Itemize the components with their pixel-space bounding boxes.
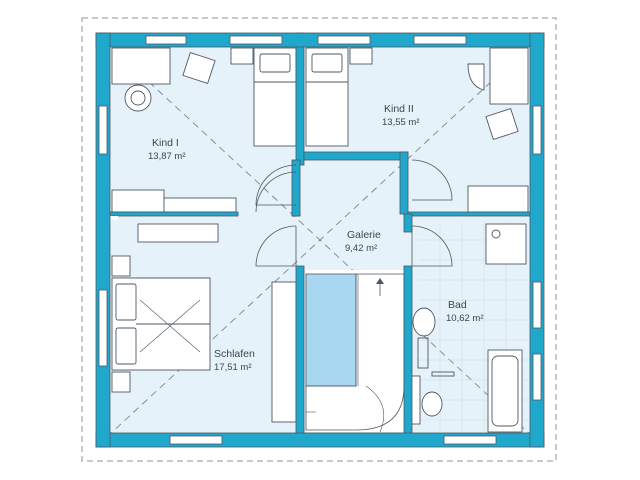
kind1-label: Kind I	[152, 137, 179, 149]
galerie-label: Galerie	[347, 229, 381, 241]
kind1-area: 13,87 m²	[148, 151, 186, 162]
kind2-label: Kind II	[384, 103, 414, 115]
bad-label: Bad	[448, 299, 467, 311]
room-labels: Kind I 13,87 m² Kind II 13,55 m² Galerie…	[148, 103, 484, 373]
windows	[98, 35, 542, 445]
bad-area: 10,62 m²	[446, 313, 484, 324]
roof-lines	[95, 32, 545, 448]
galerie-area: 9,42 m²	[345, 243, 377, 254]
schlafen-label: Schlafen	[214, 348, 255, 360]
staircase	[305, 270, 405, 433]
furniture	[111, 47, 529, 433]
plot-boundary	[81, 17, 557, 462]
schlafen-area: 17,51 m²	[214, 362, 252, 373]
doors	[255, 159, 453, 267]
kind2-area: 13,55 m²	[382, 117, 420, 128]
